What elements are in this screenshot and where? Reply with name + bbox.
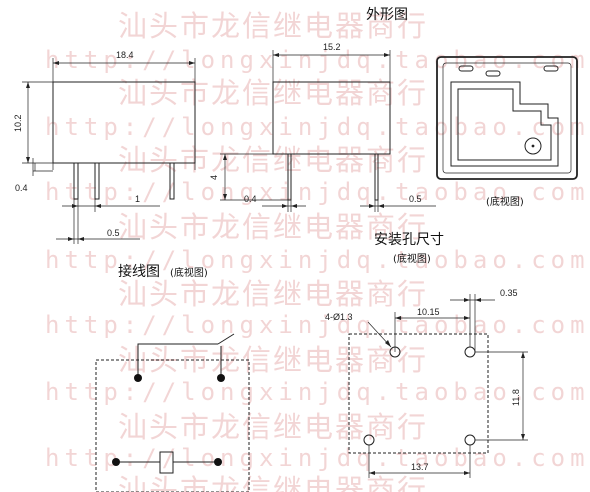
dim-hole-span-bottom: 13.7	[411, 462, 429, 472]
watermark-text-en: http://longxinjdq.taobao.com	[45, 113, 590, 141]
relay-pin	[169, 162, 175, 200]
slot	[458, 65, 474, 72]
outline-title: 外形图	[366, 7, 408, 23]
watermark-text-en: http://longxinjdq.taobao.com	[45, 246, 590, 274]
relay-pin	[94, 162, 100, 200]
dim-hole-span-top: 10.15	[417, 307, 440, 317]
watermark-text-zh: 汕头市龙信继电器商行	[118, 9, 428, 43]
mounting-title: 安装孔尺寸	[374, 232, 444, 248]
side-view: 15.2 4 0.4 0.5	[209, 42, 436, 212]
dim-pin-width: 0.5	[107, 228, 120, 238]
watermark-text-en: http://longxinjdq.taobao.com	[45, 311, 590, 339]
dim-pin-spacing: 1	[135, 194, 140, 204]
wiring-view-caption: (底视图)	[170, 266, 208, 279]
watermark-text-en: http://longxinjdq.taobao.com	[45, 46, 590, 74]
watermark-text-zh: 汕头市龙信继电器商行	[118, 410, 428, 444]
slot	[543, 65, 559, 72]
bottom-view-caption: (底视图)	[486, 195, 524, 208]
watermark-text-en: http://longxinjdq.taobao.com	[45, 444, 590, 472]
switch-common	[137, 343, 218, 378]
switch-contact	[217, 333, 235, 345]
wiring-diagram	[95, 333, 250, 492]
indicator-circle	[524, 137, 542, 155]
watermark: 汕头市龙信继电器商行 http://longxinjdq.taobao.com …	[45, 9, 590, 492]
mounting-outline	[348, 333, 489, 454]
relay-body-front	[52, 81, 196, 164]
relay-body-bottom	[436, 56, 578, 180]
relay-body-side	[272, 81, 391, 155]
terminal-coil	[214, 458, 222, 466]
terminal-coil	[112, 458, 120, 466]
dim-hole-vertical: 11.8	[511, 389, 521, 406]
mounting-hole	[464, 346, 476, 358]
dim-side-width: 15.2	[323, 42, 341, 52]
dim-side-pin-thickness: 0.4	[244, 194, 257, 204]
bottom-view	[436, 56, 578, 180]
watermark-text-zh: 汕头市龙信继电器商行	[118, 473, 428, 492]
wiring-outline	[95, 359, 250, 492]
watermark-text-zh: 汕头市龙信继电器商行	[118, 210, 428, 244]
watermark-text-en: http://longxinjdq.taobao.com	[45, 378, 590, 406]
front-view: 18.4 10.2 0.4 1 0.5	[13, 50, 196, 244]
wiring-title: 接线图	[118, 263, 160, 280]
relay-pin	[73, 162, 79, 200]
watermark-text-en: http://longxinjdq.taobao.com	[45, 178, 590, 206]
relay-pin-side	[374, 153, 379, 201]
mounting-holes: 4-Ø1.3 10.15 0.35 11.8 13.7	[325, 288, 528, 478]
dim-front-height: 10.2	[13, 114, 23, 132]
dim-hole-label: 4-Ø1.3	[325, 312, 353, 322]
watermark-text-zh: 汕头市龙信继电器商行	[118, 343, 428, 377]
relay-pin-side	[287, 153, 292, 201]
terminal-common	[134, 374, 142, 382]
dim-front-width: 18.4	[116, 50, 134, 60]
dim-pin-thickness: 0.4	[15, 183, 28, 193]
watermark-text-zh: 汕头市龙信继电器商行	[118, 277, 428, 311]
dim-side-pin-width: 0.5	[409, 194, 422, 204]
dim-hole-offset: 0.35	[500, 288, 518, 298]
mounting-view-caption: (底视图)	[393, 252, 431, 265]
terminal-no	[217, 374, 225, 382]
dim-pin-length: 4	[209, 175, 219, 180]
slot	[485, 70, 501, 77]
